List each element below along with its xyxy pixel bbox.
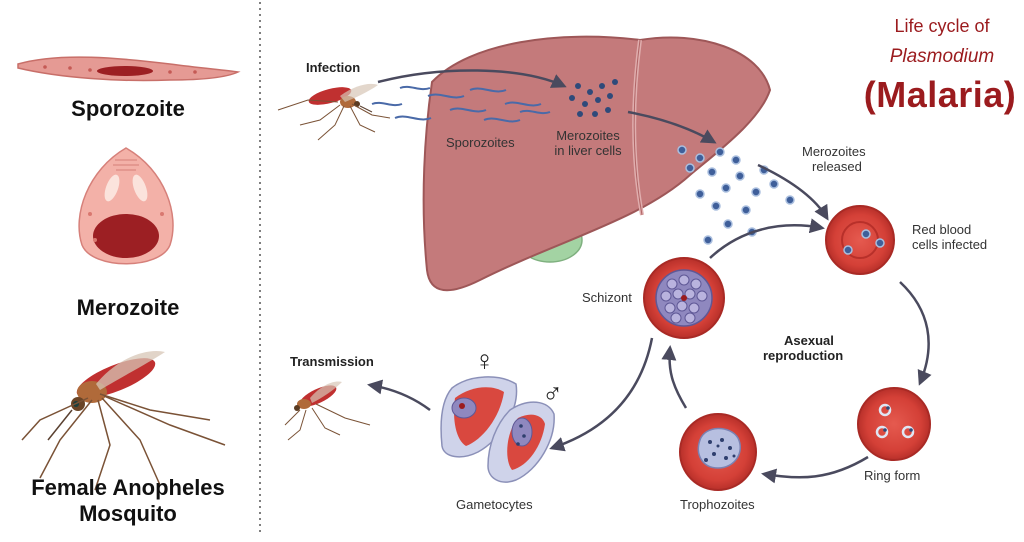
infection-mosquito-illustration (277, 83, 391, 141)
arrow-trophozoite-to-schizont (661, 345, 688, 409)
ring-form-label: Ring form (864, 468, 921, 483)
female-gametocyte-illustration (440, 376, 518, 458)
arrow-liver-to-released (627, 110, 717, 144)
ring-form-illustration (857, 387, 931, 461)
title-line2: Plasmodium (889, 46, 995, 67)
infection-label: Infection (306, 60, 361, 75)
merozoites-liver-label-line2: in liver cells (554, 143, 622, 158)
arrow-released-to-rbc (757, 163, 829, 221)
merozoite-illustration (78, 147, 174, 265)
sidebar-mosquito-label-line2: Mosquito (79, 501, 177, 526)
liver-merozoites-illustration (569, 79, 618, 117)
title-line3: (Malaria) (863, 74, 1017, 115)
sidebar-mosquito-label-line1: Female Anopheles (31, 475, 225, 500)
trophozoites-label: Trophozoites (680, 497, 755, 512)
sidebar-merozoite-label: Merozoite (76, 295, 180, 320)
arrow-schizont-to-rbc (709, 218, 825, 259)
sporozoites-label: Sporozoites (446, 135, 515, 150)
arrow-infection-to-liver (377, 69, 567, 88)
transmission-mosquito-illustration (284, 381, 371, 441)
sporozoites-illustration (371, 85, 551, 123)
arrow-rbc-to-ring (899, 281, 932, 386)
infected-rbc-illustration (825, 205, 895, 275)
sidebar-sporozoite-label: Sporozoite (71, 96, 185, 121)
arrow-ring-to-trophozoite (761, 455, 869, 484)
merozoites-released-label-line1: Merozoites (802, 144, 866, 159)
released-merozoites-illustration (677, 145, 795, 245)
arrow-gametocytes-to-transmission (367, 379, 431, 412)
arrow-schizont-to-gametocytes (549, 337, 654, 452)
trophozoite-illustration (679, 413, 757, 491)
male-gametocyte-illustration (487, 401, 555, 483)
schizont-label: Schizont (582, 290, 632, 305)
rbc-infected-label-line1: Red blood (912, 222, 972, 237)
merozoites-released-label-line2: released (812, 159, 862, 174)
liver-illustration (422, 35, 772, 292)
cycle-arrows (367, 69, 932, 484)
title-line1: Life cycle of (894, 16, 990, 36)
gametocytes-label: Gametocytes (456, 497, 533, 512)
male-symbol: ♂ (542, 378, 563, 409)
asexual-label-line1: Asexual (784, 333, 834, 348)
asexual-label-line2: reproduction (763, 348, 844, 363)
transmission-label: Transmission (290, 354, 374, 369)
schizont-illustration (643, 257, 725, 339)
rbc-infected-label-line2: cells infected (912, 237, 988, 252)
merozoites-liver-label-line1: Merozoites (556, 128, 620, 143)
female-symbol: ♀ (474, 345, 495, 376)
mosquito-illustration (21, 350, 226, 491)
sporozoite-illustration (17, 56, 241, 82)
